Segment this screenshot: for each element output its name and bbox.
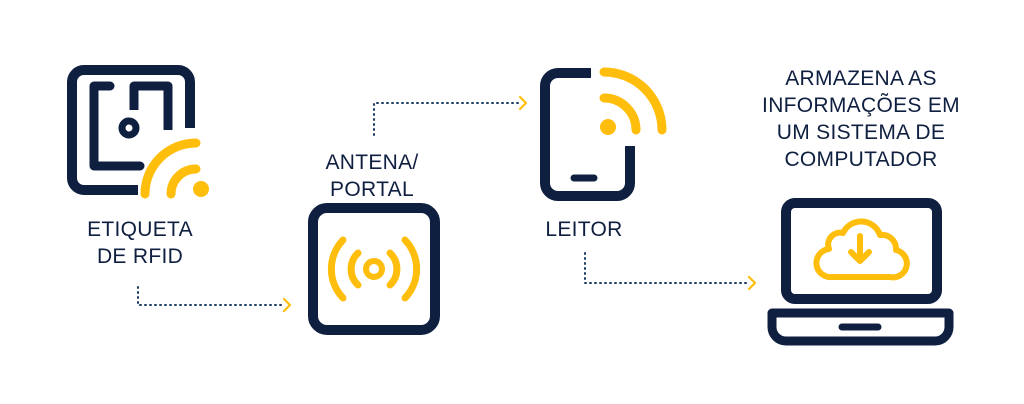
label-line: UM SISTEMA DE — [776, 121, 946, 144]
step-label-computer: ARMAZENA AS INFORMAÇÕES EM UM SISTEMA DE… — [762, 65, 960, 173]
flow-arrow-antenna-to-reader — [373, 95, 528, 136]
laptop-cloud-download-icon — [767, 198, 954, 346]
label-line: PORTAL — [330, 178, 414, 201]
label-line: INFORMAÇÕES EM — [762, 94, 960, 117]
step-label-antenna: ANTENA/ PORTAL — [325, 149, 418, 203]
step-label-rfid-tag: ETIQUETA DE RFID — [87, 216, 193, 270]
label-line: ARMAZENA AS — [785, 67, 937, 90]
rfid-tag-icon — [67, 65, 209, 199]
flow-arrow-reader-to-computer — [584, 252, 757, 291]
label-line: DE RFID — [96, 245, 184, 268]
label-line: COMPUTADOR — [784, 148, 938, 171]
antenna-portal-icon — [308, 203, 440, 335]
step-label-reader: LEITOR — [545, 216, 622, 243]
flow-arrow-tag-to-antenna — [137, 286, 292, 313]
label-line: ETIQUETA — [87, 218, 193, 241]
reader-phone-icon — [540, 67, 667, 201]
label-line: ANTENA/ — [325, 151, 419, 174]
label-line: LEITOR — [545, 218, 623, 241]
